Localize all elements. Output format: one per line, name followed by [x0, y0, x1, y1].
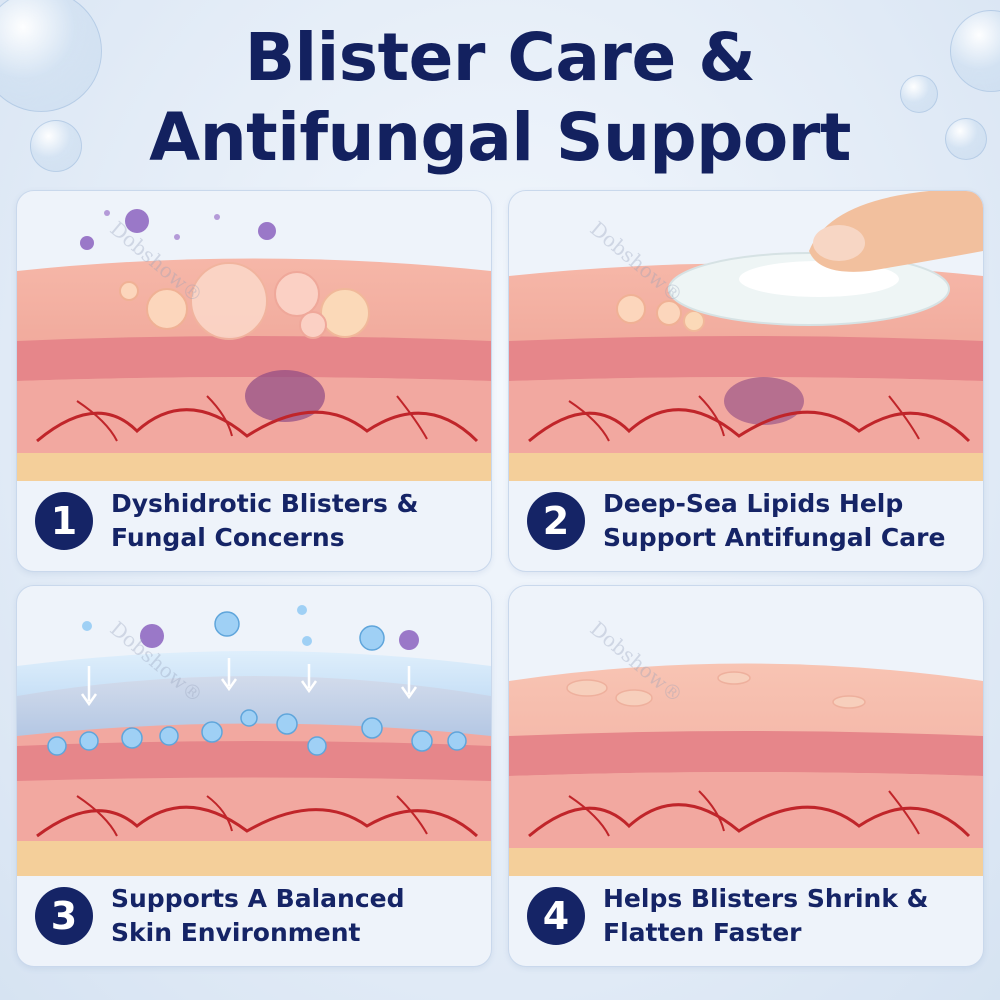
- caption-line-1: Helps Blisters Shrink &: [603, 884, 929, 913]
- panel-deep-sea-lipids: 2 Deep-Sea Lipids Help Support Antifunga…: [508, 190, 984, 572]
- step-number-badge: 2: [527, 492, 585, 550]
- page-title: Blister Care & Antifungal Support: [0, 18, 1000, 178]
- caption-line-1: Supports A Balanced: [111, 884, 405, 913]
- caption-line-2: Fungal Concerns: [111, 523, 345, 552]
- step-number-badge: 3: [35, 887, 93, 945]
- caption-text: Supports A Balanced Skin Environment: [111, 882, 405, 950]
- caption-line-1: Dyshidrotic Blisters &: [111, 489, 419, 518]
- skin-cross-section-barrier: [17, 605, 491, 876]
- water-bubble: [900, 75, 938, 113]
- caption: 2 Deep-Sea Lipids Help Support Antifunga…: [527, 481, 973, 561]
- caption-text: Deep-Sea Lipids Help Support Antifungal …: [603, 487, 945, 555]
- title-line-2: Antifungal Support: [149, 99, 851, 176]
- step-number-badge: 1: [35, 492, 93, 550]
- caption-text: Dyshidrotic Blisters & Fungal Concerns: [111, 487, 418, 555]
- caption-line-2: Skin Environment: [111, 918, 361, 947]
- caption-line-2: Support Antifungal Care: [603, 523, 946, 552]
- caption: 3 Supports A Balanced Skin Environment: [35, 876, 481, 956]
- panel-dyshidrotic-blisters: 1 Dyshidrotic Blisters & Fungal Concerns: [16, 190, 492, 572]
- panel-blisters-shrink: 4 Helps Blisters Shrink & Flatten Faster: [508, 585, 984, 967]
- skin-cross-section-cream: [509, 191, 983, 481]
- title-line-1: Blister Care &: [244, 19, 756, 96]
- water-bubble: [945, 118, 987, 160]
- panel-balanced-skin: 3 Supports A Balanced Skin Environment: [16, 585, 492, 967]
- caption-line-1: Deep-Sea Lipids Help: [603, 489, 904, 518]
- skin-cross-section-blisters: [17, 209, 491, 481]
- step-number-badge: 4: [527, 887, 585, 945]
- water-bubble: [30, 120, 82, 172]
- caption-text: Helps Blisters Shrink & Flatten Faster: [603, 882, 928, 950]
- caption: 4 Helps Blisters Shrink & Flatten Faster: [527, 876, 973, 956]
- skin-cross-section-healed: [509, 663, 983, 876]
- caption: 1 Dyshidrotic Blisters & Fungal Concerns: [35, 481, 481, 561]
- caption-line-2: Flatten Faster: [603, 918, 802, 947]
